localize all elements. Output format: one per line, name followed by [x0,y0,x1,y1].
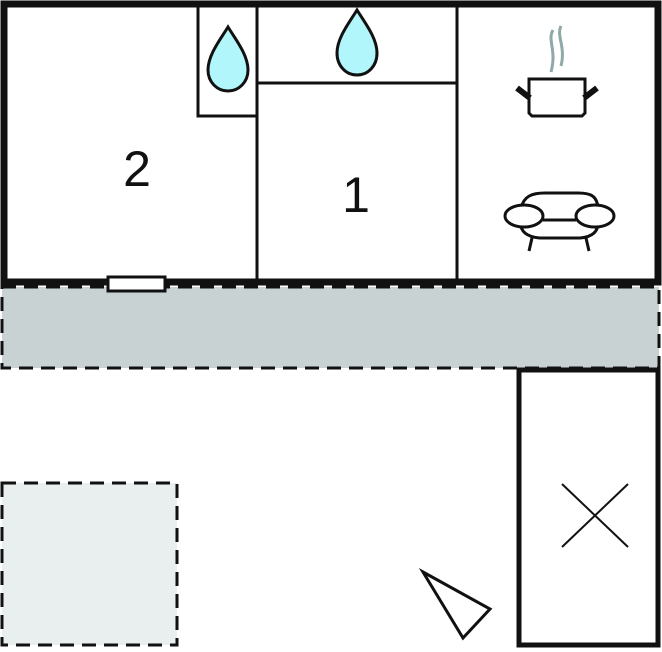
door-marker [106,275,167,293]
outer-wall [0,0,662,286]
sofa-icon [503,191,616,252]
cross-icon [561,483,629,548]
terrace-area [0,285,661,370]
water-drop-icon [206,24,250,93]
room-label-1: 1 [342,167,370,223]
bathroom-wall [196,2,259,118]
cooking-pot-icon [515,25,599,118]
garden-area [0,481,179,647]
parking-area [516,367,661,648]
compass-triangle-icon [418,567,493,641]
room-label-2: 2 [123,141,151,197]
water-drop-icon [335,7,379,77]
